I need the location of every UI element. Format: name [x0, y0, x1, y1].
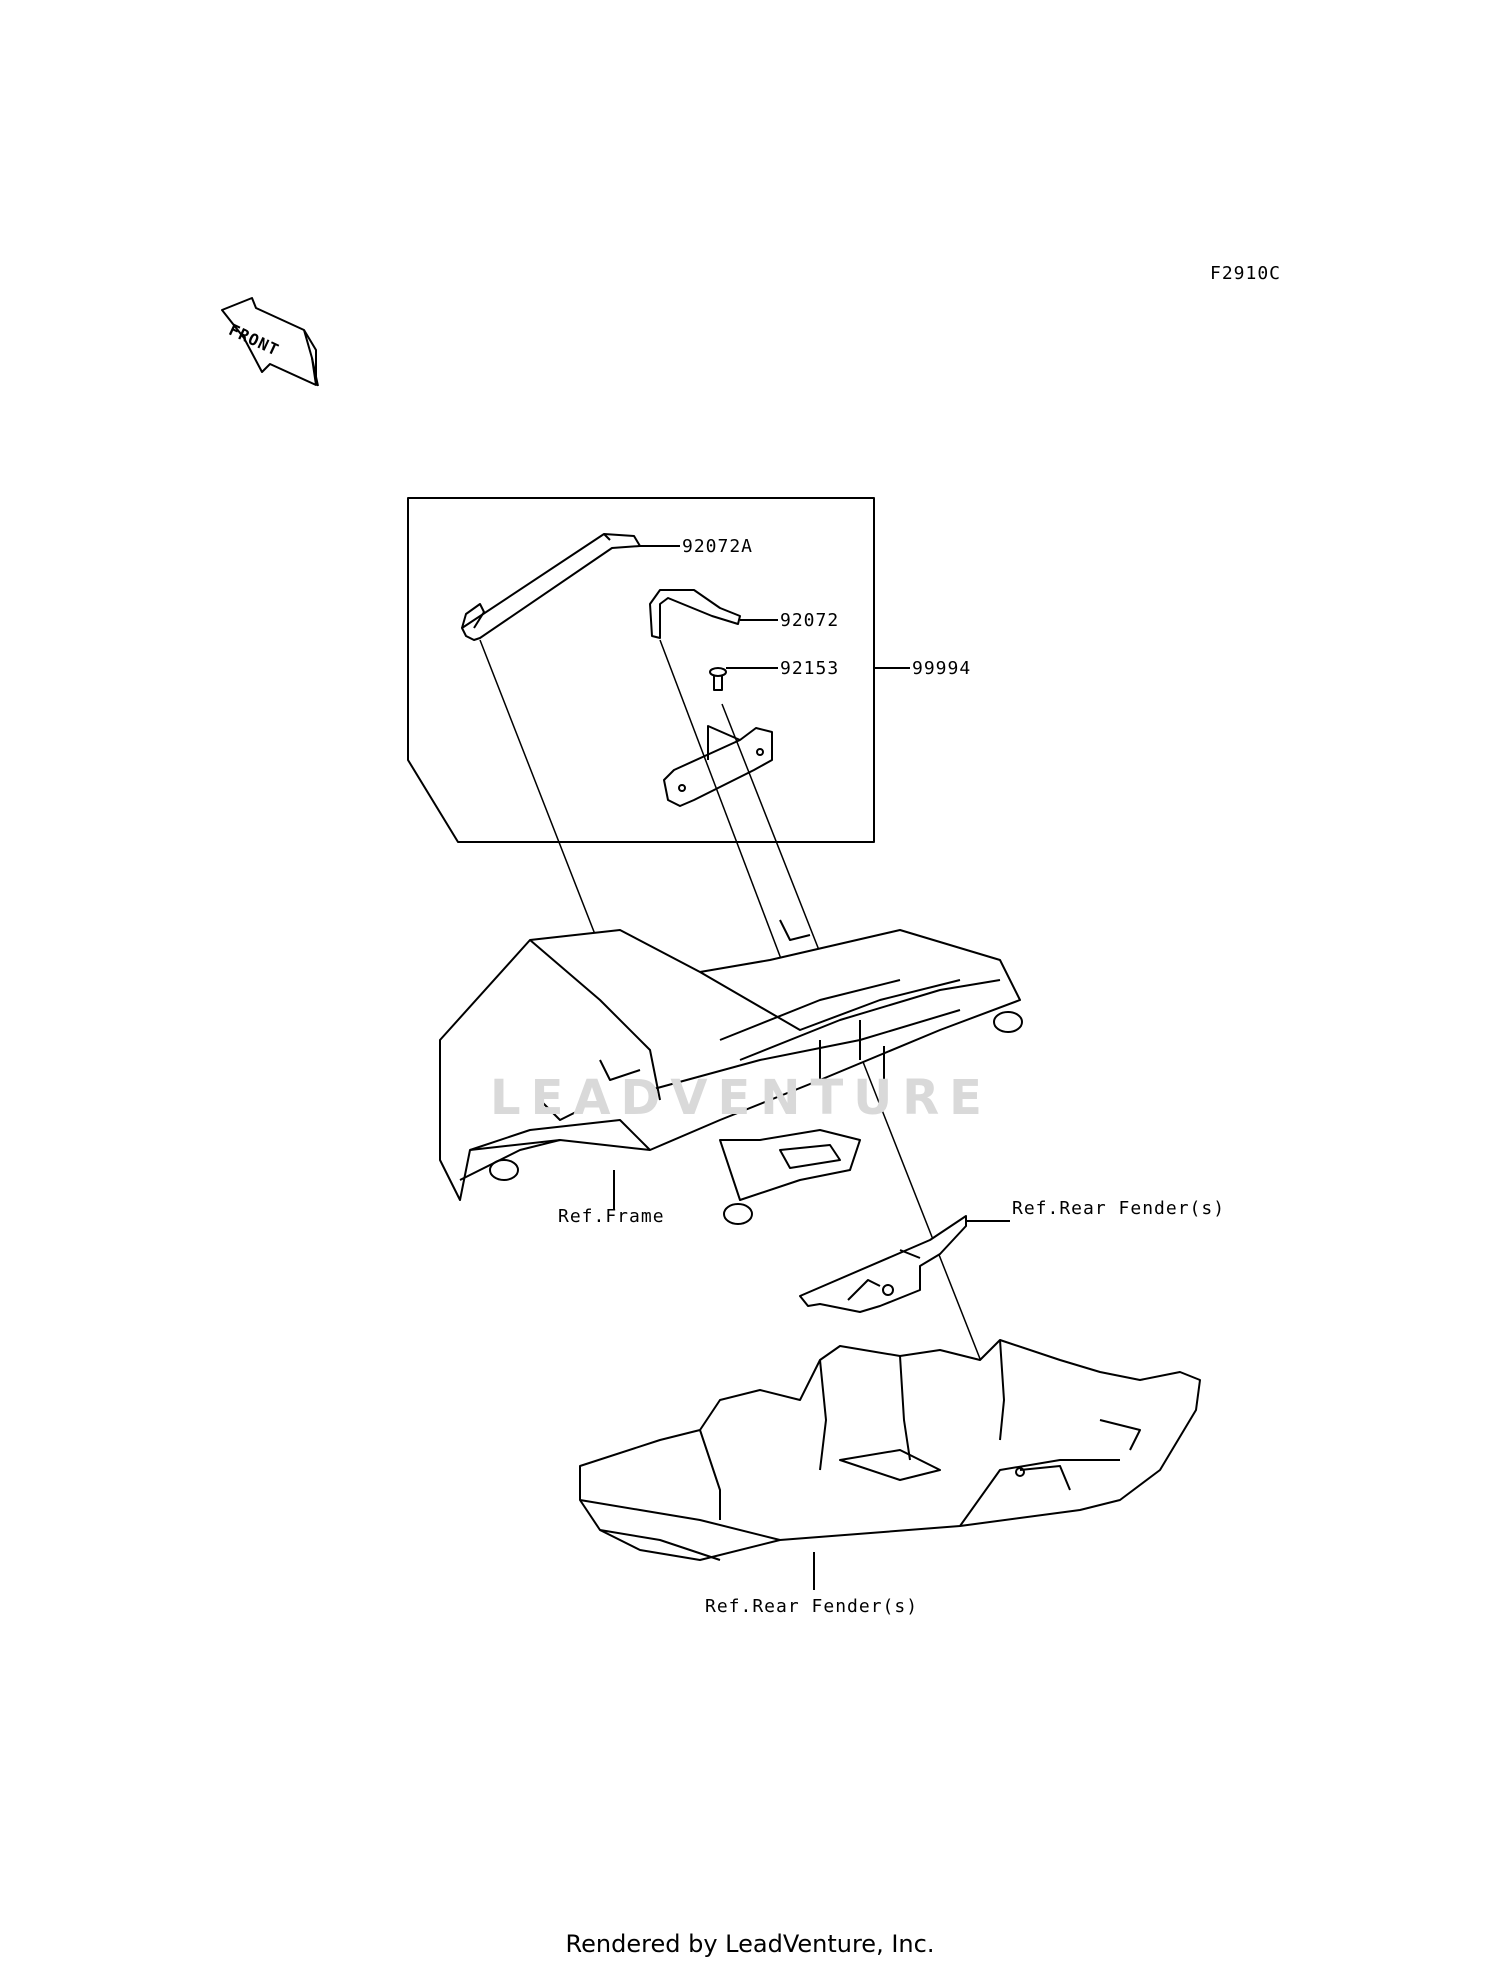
part-label-99994[interactable]: 99994: [912, 658, 972, 679]
bolt-92153-icon: [709, 667, 727, 691]
ref-frame-label: Ref.Frame: [558, 1206, 665, 1227]
part-label-92153[interactable]: 92153: [780, 658, 840, 679]
frame-icon: [439, 919, 1023, 1225]
rear-fender-icon: [579, 1339, 1201, 1561]
watermark: LEADVENTURE: [490, 1070, 992, 1126]
bracket-92072a-icon: [461, 533, 641, 641]
ref-rear-fender-lower-label: Ref.Rear Fender(s): [705, 1596, 919, 1617]
front-arrow-icon: [221, 297, 319, 387]
part-label-92072a[interactable]: 92072A: [682, 536, 754, 557]
kit-box: [407, 497, 875, 843]
bracket-92072-icon: [649, 589, 741, 639]
footer-credit: Rendered by LeadVenture, Inc.: [565, 1930, 935, 1958]
ref-rear-fender-upper-label: Ref.Rear Fender(s): [1012, 1198, 1226, 1219]
rear-fender-bracket-icon: [799, 1215, 967, 1313]
part-label-92072[interactable]: 92072: [780, 610, 840, 631]
plate-bracket-icon: [663, 725, 773, 807]
diagram-code: F2910C: [1210, 263, 1282, 284]
